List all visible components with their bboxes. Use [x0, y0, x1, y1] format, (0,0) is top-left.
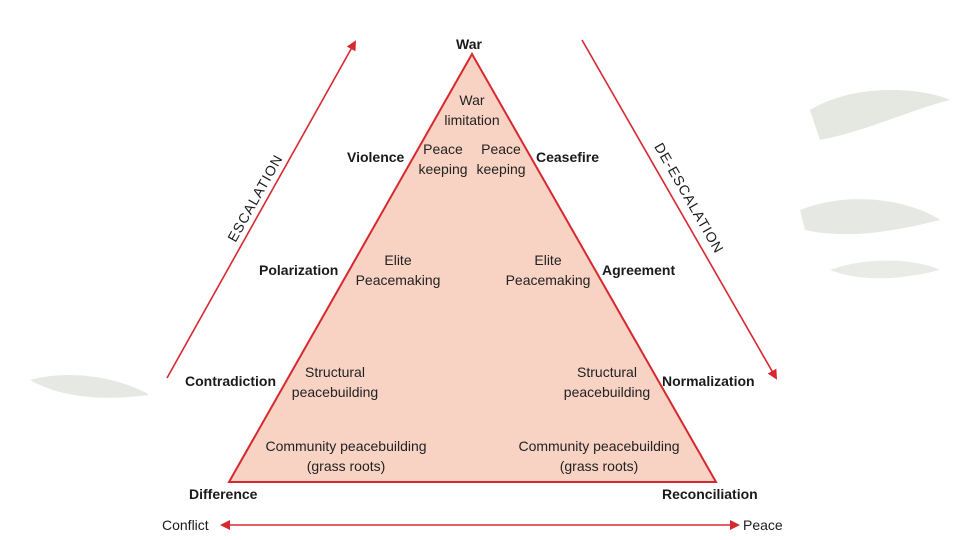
peace-keeping-left-label: Peace keeping — [418, 141, 468, 177]
stage-reconciliation: Reconciliation — [662, 486, 758, 502]
peace-keeping-right-label: Peace keeping — [476, 141, 526, 177]
stage-difference: Difference — [189, 486, 258, 502]
community-peacebuilding-right-label: Community peacebuilding (grass roots) — [518, 438, 680, 474]
axis-label-conflict: Conflict — [162, 517, 209, 533]
apex-label-war: War — [456, 36, 482, 52]
war-limitation-label: War limitation — [444, 92, 500, 128]
escalation-arrow — [166, 40, 356, 379]
structural-peacebuilding-left-label: Structural peacebuilding — [291, 364, 379, 400]
leaf-decoration-right — [800, 90, 950, 279]
conflict-triangle — [227, 51, 718, 483]
stage-violence: Violence — [347, 149, 405, 165]
axis-label-peace: Peace — [743, 517, 783, 533]
stage-normalization: Normalization — [662, 373, 755, 389]
leaf-decoration-left — [30, 375, 150, 398]
stage-agreement: Agreement — [602, 262, 676, 278]
de-escalation-arrow — [581, 39, 777, 380]
stage-contradiction: Contradiction — [185, 373, 276, 389]
elite-peacemaking-right-label: Elite Peacemaking — [505, 252, 591, 288]
stage-ceasefire: Ceasefire — [536, 149, 600, 165]
stage-polarization: Polarization — [259, 262, 339, 278]
community-peacebuilding-left-label: Community peacebuilding (grass roots) — [265, 438, 427, 474]
elite-peacemaking-left-label: Elite Peacemaking — [355, 252, 441, 288]
structural-peacebuilding-right-label: Structural peacebuilding — [563, 364, 651, 400]
